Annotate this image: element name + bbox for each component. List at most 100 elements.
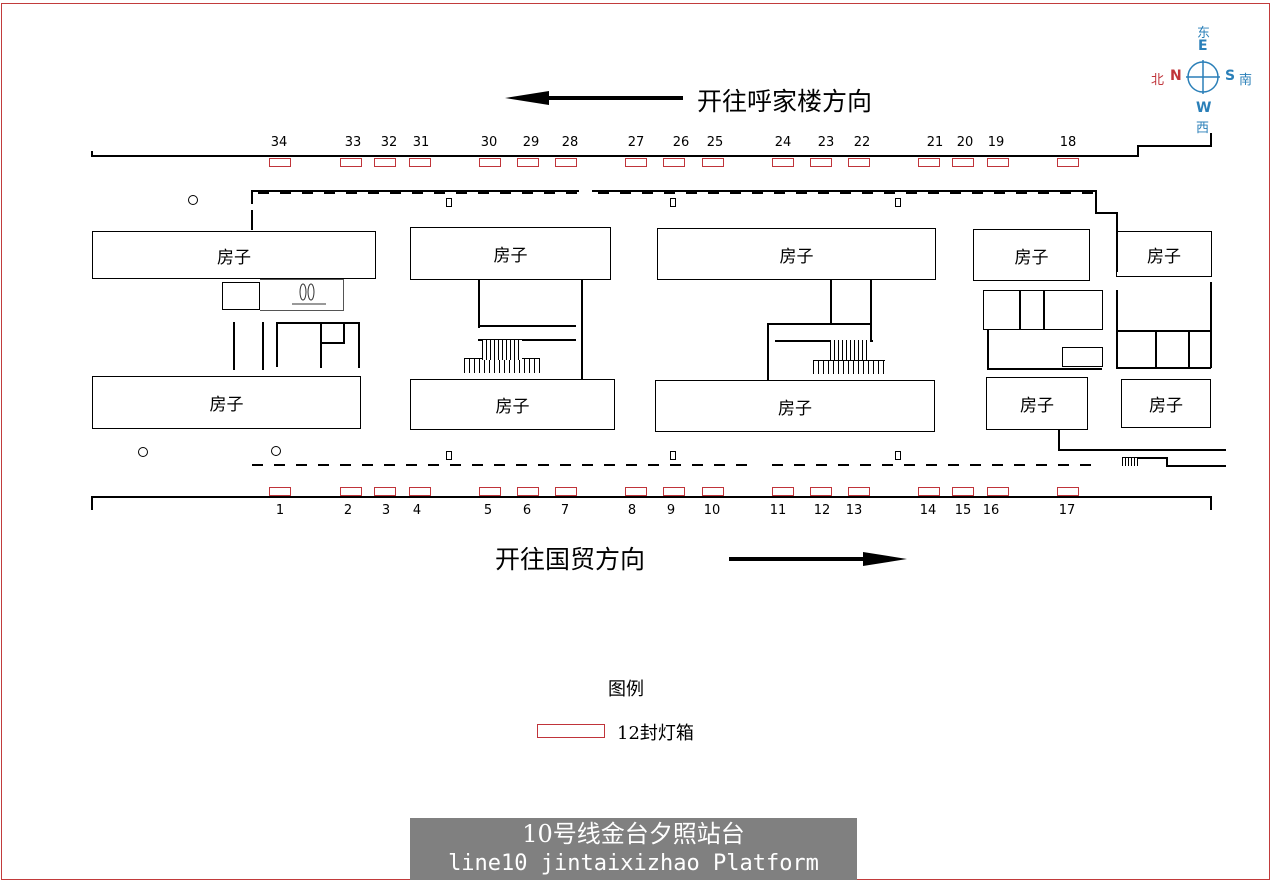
building: 房子	[655, 380, 935, 432]
lightbox	[517, 487, 539, 496]
screen-segment	[906, 192, 917, 194]
lightbox-number: 16	[982, 503, 1000, 518]
screen-segment	[950, 192, 961, 194]
lightbox-number: 23	[817, 135, 835, 150]
pillar-icon	[446, 198, 452, 207]
lightbox	[479, 158, 501, 167]
screen-segment	[664, 192, 675, 194]
screen-segment	[926, 464, 937, 466]
lightbox-number: 19	[987, 135, 1005, 150]
lightbox	[663, 487, 685, 496]
lightbox-number: 33	[344, 135, 362, 150]
screen-segment	[1038, 192, 1049, 194]
screen-segment	[1016, 192, 1027, 194]
lightbox	[848, 158, 870, 167]
screen-segment	[1036, 464, 1047, 466]
hexagon-icon	[271, 446, 281, 456]
lightbox-number: 14	[919, 503, 937, 518]
lightbox	[269, 487, 291, 496]
screen-segment	[796, 192, 807, 194]
screen-segment	[626, 464, 637, 466]
screen-segment	[840, 192, 851, 194]
screen-segment	[274, 464, 285, 466]
screen-segment	[686, 192, 697, 194]
screen-segment	[970, 464, 981, 466]
screen-segment	[860, 464, 871, 466]
screen-segment	[494, 464, 505, 466]
screen-segment	[904, 464, 915, 466]
lightbox	[772, 487, 794, 496]
screen-segment	[302, 192, 313, 194]
screen-segment	[428, 464, 439, 466]
compass-north-cn: 北	[1151, 73, 1165, 88]
pillar-icon	[670, 198, 676, 207]
screen-segment	[714, 464, 725, 466]
lightbox	[987, 487, 1009, 496]
screen-segment	[1082, 192, 1093, 194]
lightbox-number: 7	[560, 503, 570, 518]
screen-segment	[406, 464, 417, 466]
screen-segment	[994, 192, 1005, 194]
screen-segment	[1080, 464, 1091, 466]
direction-top-label: 开往呼家楼方向	[697, 87, 873, 116]
hexagon-icon	[138, 447, 148, 457]
stairs-icon	[464, 358, 540, 373]
lightbox-number: 12	[813, 503, 831, 518]
building: 房子	[92, 376, 361, 429]
lightbox-number: 24	[774, 135, 792, 150]
lightbox	[625, 487, 647, 496]
lightbox-number: 15	[954, 503, 972, 518]
building: 房子	[410, 379, 615, 430]
compass-south-cn: 南	[1239, 73, 1253, 88]
lightbox	[269, 158, 291, 167]
lightbox	[374, 487, 396, 496]
screen-segment	[384, 464, 395, 466]
lightbox	[702, 487, 724, 496]
screen-segment	[412, 192, 423, 194]
screen-segment	[708, 192, 719, 194]
screen-segment	[992, 464, 1003, 466]
screen-segment	[648, 464, 659, 466]
lightbox-number: 11	[769, 503, 787, 518]
screen-segment	[862, 192, 873, 194]
lightbox-number: 28	[561, 135, 579, 150]
screen-segment	[296, 464, 307, 466]
lightbox	[340, 487, 362, 496]
screen-segment	[882, 464, 893, 466]
screen-segment	[752, 192, 763, 194]
compass-west: W	[1196, 100, 1212, 116]
screen-segment	[252, 464, 263, 466]
screen-segment	[500, 192, 511, 194]
escalator-icon	[292, 283, 326, 305]
lightbox-number: 20	[956, 135, 974, 150]
lightbox-number: 34	[270, 135, 288, 150]
lightbox-number: 5	[483, 503, 493, 518]
lightbox	[555, 487, 577, 496]
screen-segment	[346, 192, 357, 194]
lightbox-number: 13	[845, 503, 863, 518]
top-platform-edge	[91, 155, 1139, 157]
screen-segment	[620, 192, 631, 194]
banner-title-cn: 10号线金台夕照站台	[522, 820, 745, 848]
screen-segment	[280, 192, 291, 194]
lightbox	[374, 158, 396, 167]
legend-lightbox-swatch	[537, 724, 605, 738]
screen-segment	[772, 464, 783, 466]
lightbox-number: 3	[381, 503, 391, 518]
banner-title-en: line10 jintaixizhao Platform	[448, 851, 819, 876]
screen-segment	[730, 192, 741, 194]
building: 房子	[1116, 231, 1212, 277]
screen-segment	[434, 192, 445, 194]
lightbox	[1057, 158, 1079, 167]
lightbox	[409, 487, 431, 496]
lightbox	[810, 158, 832, 167]
legend-title: 图例	[608, 679, 644, 700]
lightbox-number: 30	[480, 135, 498, 150]
pillar-icon	[670, 451, 676, 460]
screen-segment	[456, 192, 467, 194]
hexagon-icon	[188, 195, 198, 205]
lightbox-number: 32	[380, 135, 398, 150]
screen-segment	[838, 464, 849, 466]
lightbox-number: 26	[672, 135, 690, 150]
screen-segment	[472, 464, 483, 466]
